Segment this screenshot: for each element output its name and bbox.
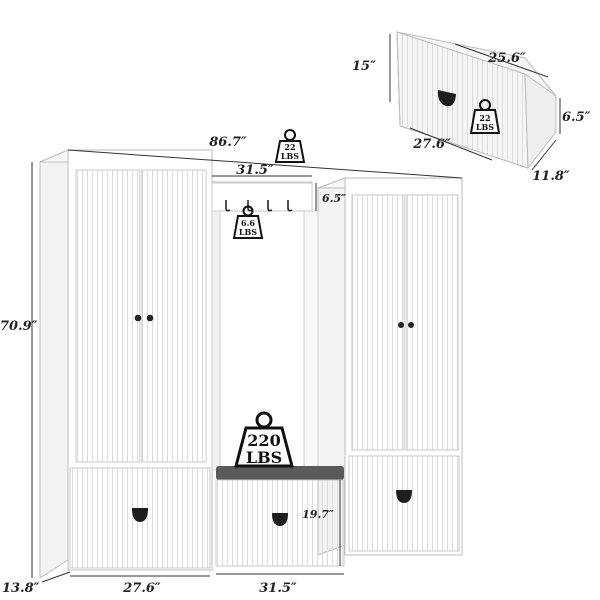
weight-ring-icon [255, 411, 273, 429]
weight-badge-top: 22 LBS [274, 129, 306, 163]
weight-icon [469, 109, 501, 134]
drawer-depth-label: 25.6″ [487, 51, 526, 66]
svg-text:LBS: LBS [239, 227, 257, 237]
middle-right-post [303, 210, 319, 472]
weight-icon [274, 140, 306, 163]
hook-icon-1 [225, 200, 231, 212]
left-cabinet-door-left [75, 169, 141, 463]
bench-drawer-handle-icon [272, 513, 288, 526]
left-cabinet-side [39, 149, 69, 579]
weight-icon [234, 426, 294, 468]
shelf-height-label: 6.5″ [322, 192, 346, 205]
weight-badge-drawer: 22 LBS [469, 99, 501, 134]
dimension-lines [31, 149, 463, 583]
bench-height-label: 19.7″ [302, 508, 334, 521]
drawer-inset-handle-icon [437, 90, 456, 107]
svg-text:6.6: 6.6 [241, 218, 255, 228]
coat-hooks [225, 200, 293, 212]
drawer-depth-line [454, 43, 549, 78]
weight-badge-bench: 220 LBS [234, 411, 294, 468]
shelf-width-label: 31.5″ [236, 163, 274, 178]
hook-icon-4 [287, 200, 293, 212]
drawer-width-label: 27.6″ [412, 137, 451, 152]
hook-icon-3 [267, 200, 273, 212]
svg-text:22: 22 [284, 142, 295, 152]
hook-icon-2 [247, 200, 253, 212]
svg-text:LBS: LBS [246, 448, 282, 467]
right-cabinet-door-left [351, 194, 405, 451]
svg-text:22: 22 [479, 113, 490, 123]
overall-height-label: 70.9″ [0, 319, 38, 334]
drawer-inner-height-label: 6.5″ [562, 110, 591, 125]
middle-section [211, 181, 345, 567]
middle-left-post [211, 210, 221, 471]
right-cabinet [317, 177, 463, 556]
drawer-inner-depth-label: 11.8″ [532, 169, 570, 184]
left-cabinet-door-right [141, 169, 207, 463]
overall-width-line [67, 149, 463, 179]
svg-text:LBS: LBS [476, 122, 494, 132]
bench-cushion [216, 466, 344, 480]
drawer-height-label: 15″ [352, 59, 376, 74]
drawer-inner-depth-line [531, 139, 557, 171]
depth-line [41, 571, 71, 583]
left-drawer-handle-icon [132, 508, 148, 522]
cabinet-width-label: 27.6″ [122, 581, 161, 596]
svg-text:220: 220 [247, 431, 280, 450]
depth-label: 13.8″ [2, 581, 40, 596]
drawer-inset: 15″ 25.6″ 6.5″ 27.6″ 11.8″ 22 LBS [352, 31, 591, 184]
right-cabinet-drawer [348, 455, 460, 552]
drawer-inset-side [524, 73, 557, 170]
right-cabinet-knob-right [408, 322, 414, 328]
weight-icon [232, 215, 264, 239]
top-shelf [211, 182, 313, 212]
right-drawer-handle-icon [396, 490, 412, 503]
right-cabinet-knob-left [398, 322, 404, 328]
weight-ring-icon [284, 129, 296, 141]
bench-width-label: 31.5″ [259, 581, 297, 596]
left-cabinet [39, 149, 213, 579]
left-cabinet-knob-left [134, 314, 142, 322]
overall-width-label: 86.7″ [209, 135, 247, 150]
svg-text:LBS: LBS [281, 151, 299, 161]
weight-badge-hook: 6.6 LBS [232, 205, 264, 239]
drawer-width-line [409, 127, 493, 161]
right-cabinet-door-right [405, 194, 459, 451]
left-cabinet-knob-right [146, 314, 154, 322]
